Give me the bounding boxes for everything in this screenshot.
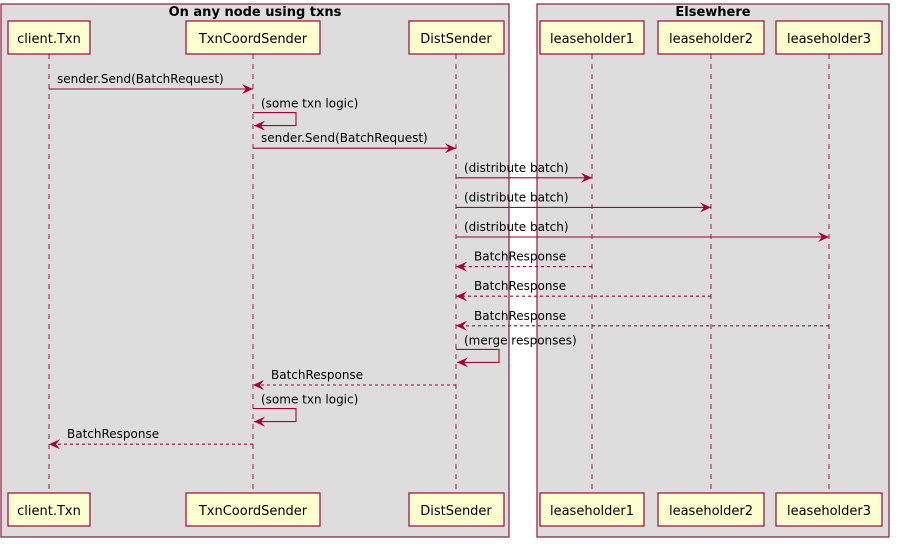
- participant-label: DistSender: [420, 504, 492, 519]
- self-message-arrow: [456, 348, 500, 368]
- message-10: BatchResponse: [253, 368, 456, 390]
- self-message-arrow: [253, 408, 297, 427]
- participant-client-top: client.Txn: [7, 20, 91, 55]
- message-label: (distribute batch): [464, 220, 569, 234]
- participant-lh3-top: leaseholder3: [775, 20, 883, 55]
- message-label: (distribute batch): [464, 190, 569, 204]
- message-label: BatchResponse: [67, 427, 159, 441]
- lifelines: [48, 54, 830, 493]
- participant-label: TxnCoordSender: [198, 504, 308, 519]
- participant-lh1-top: leaseholder1: [539, 20, 645, 55]
- group-box-node: [0, 3, 510, 538]
- participant-lh2-top: leaseholder2: [657, 20, 765, 55]
- group-box-elsewhere: [536, 3, 890, 538]
- participant-label: client.Txn: [17, 32, 81, 47]
- participant-dist-top: DistSender: [408, 20, 505, 55]
- message-label: (some txn logic): [261, 97, 358, 111]
- participant-label: TxnCoordSender: [198, 32, 308, 47]
- messages: sender.Send(BatchRequest) (some txn logic…: [49, 72, 829, 450]
- self-message-arrow: [253, 112, 297, 131]
- message-label: sender.Send(BatchRequest): [57, 72, 224, 86]
- message-11: (some txn logic): [253, 393, 358, 427]
- message-label: (merge responses): [464, 333, 577, 347]
- message-12: BatchResponse: [49, 427, 253, 450]
- message-label: sender.Send(BatchRequest): [261, 131, 428, 145]
- message-label: BatchResponse: [271, 368, 363, 382]
- participant-lh2-bottom: leaseholder2: [657, 492, 765, 527]
- participant-client-bottom: client.Txn: [7, 492, 91, 527]
- participant-lh3-bottom: leaseholder3: [775, 492, 883, 527]
- message-label: BatchResponse: [474, 250, 566, 264]
- message-1: (some txn logic): [253, 97, 358, 131]
- message-2: sender.Send(BatchRequest): [253, 131, 456, 154]
- message-label: (distribute batch): [464, 161, 569, 175]
- message-8: BatchResponse: [456, 309, 829, 331]
- message-3: (distribute batch): [456, 161, 592, 183]
- participant-label: DistSender: [420, 32, 492, 47]
- group-title-elsewhere: Elsewhere: [675, 5, 750, 20]
- participant-label: client.Txn: [17, 504, 81, 519]
- message-0: sender.Send(BatchRequest): [49, 72, 253, 94]
- participant-label: leaseholder1: [550, 504, 634, 519]
- message-9: (merge responses): [456, 333, 577, 368]
- participant-label: leaseholder2: [669, 504, 753, 519]
- message-5: (distribute batch): [456, 220, 829, 242]
- participant-label: leaseholder3: [787, 32, 871, 47]
- participant-coord-bottom: TxnCoordSender: [185, 492, 321, 527]
- message-label: BatchResponse: [474, 279, 566, 293]
- participant-lh1-bottom: leaseholder1: [539, 492, 645, 527]
- participant-label: leaseholder1: [550, 32, 634, 47]
- message-7: BatchResponse: [456, 279, 711, 302]
- group-title-node: On any node using txns: [169, 5, 342, 20]
- participants: client.Txn TxnCoordSender DistSender lea…: [7, 20, 883, 527]
- participant-label: leaseholder2: [669, 32, 753, 47]
- message-label: BatchResponse: [474, 309, 566, 323]
- participant-dist-bottom: DistSender: [408, 492, 505, 527]
- participant-coord-top: TxnCoordSender: [185, 20, 321, 55]
- message-label: (some txn logic): [261, 393, 358, 407]
- message-6: BatchResponse: [456, 250, 592, 272]
- message-4: (distribute batch): [456, 190, 711, 213]
- participant-label: leaseholder3: [787, 504, 871, 519]
